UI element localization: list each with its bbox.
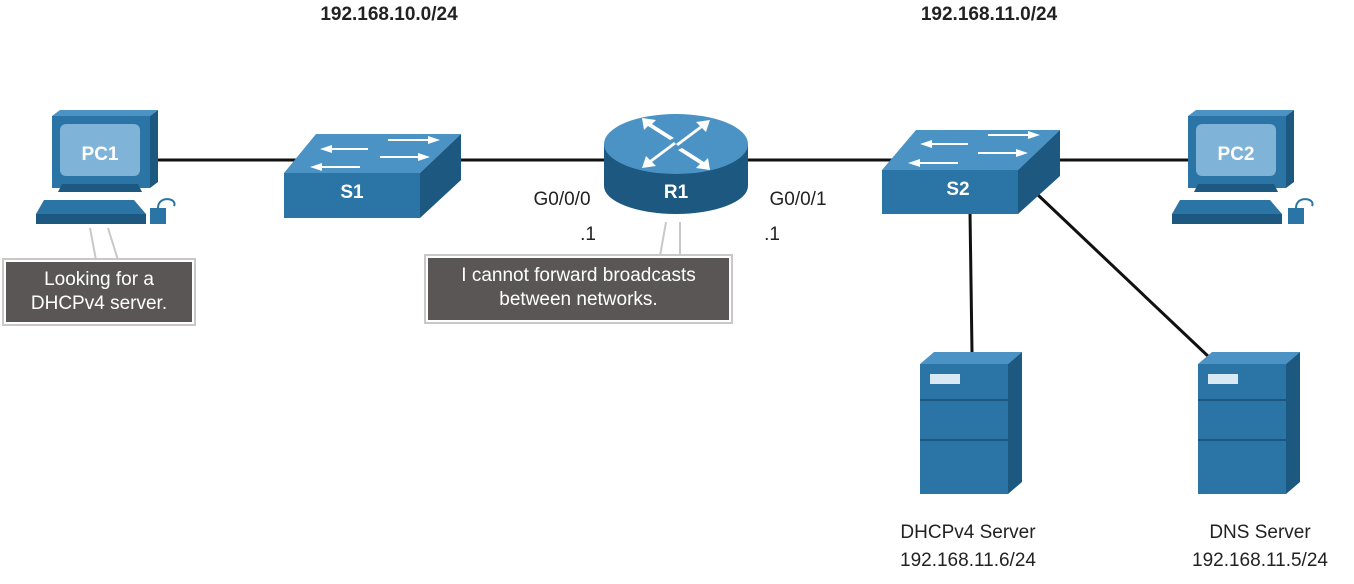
r1-g001-label: G0/0/1 — [769, 189, 826, 210]
dns-server-ip: 192.168.11.5/24 — [1192, 550, 1328, 571]
pc2-label: PC2 — [1218, 144, 1255, 165]
pc1-callout-line1: Looking for a — [44, 269, 154, 290]
pc1-computer-icon — [36, 110, 176, 224]
s2-switch-icon — [882, 130, 1060, 214]
r1-callout-line2: between networks. — [499, 289, 658, 310]
callout-pointers — [89, 221, 681, 261]
pc2-computer-icon — [1172, 110, 1314, 224]
dns-server-name: DNS Server — [1209, 522, 1311, 543]
pc1-callout-pointer — [89, 227, 97, 261]
r1-callout-pointer — [659, 221, 667, 257]
pc1-callout-pointer — [107, 227, 119, 261]
dhcp-server-ip: 192.168.11.6/24 — [900, 550, 1036, 571]
link-s2-dhcp — [968, 211, 974, 353]
pc1-callout-line2: DHCPv4 server. — [30, 293, 168, 314]
r1-g000-label: G0/0/0 — [533, 189, 590, 210]
r1-router-icon — [604, 114, 748, 214]
r1-label: R1 — [664, 182, 689, 203]
pc1-label: PC1 — [82, 144, 119, 165]
s2-label: S2 — [946, 179, 969, 200]
r1-callout: I cannot forward broadcasts between netw… — [424, 254, 733, 324]
dhcp-server-icon — [920, 352, 1022, 494]
link-s2-dns — [1036, 193, 1212, 360]
dns-server-icon — [1198, 352, 1300, 494]
right-network-label: 192.168.11.0/24 — [921, 4, 1058, 25]
r1-callout-line1: I cannot forward broadcasts — [461, 265, 696, 286]
network-links — [156, 158, 1212, 360]
left-network-label: 192.168.10.0/24 — [320, 4, 458, 25]
s1-label: S1 — [340, 182, 364, 203]
dhcp-server-name: DHCPv4 Server — [900, 522, 1036, 543]
s1-switch-icon — [284, 134, 461, 218]
pc1-callout: Looking for a DHCPv4 server. — [2, 258, 196, 326]
r1-g000-address: .1 — [580, 224, 596, 245]
r1-g001-address: .1 — [764, 224, 780, 245]
